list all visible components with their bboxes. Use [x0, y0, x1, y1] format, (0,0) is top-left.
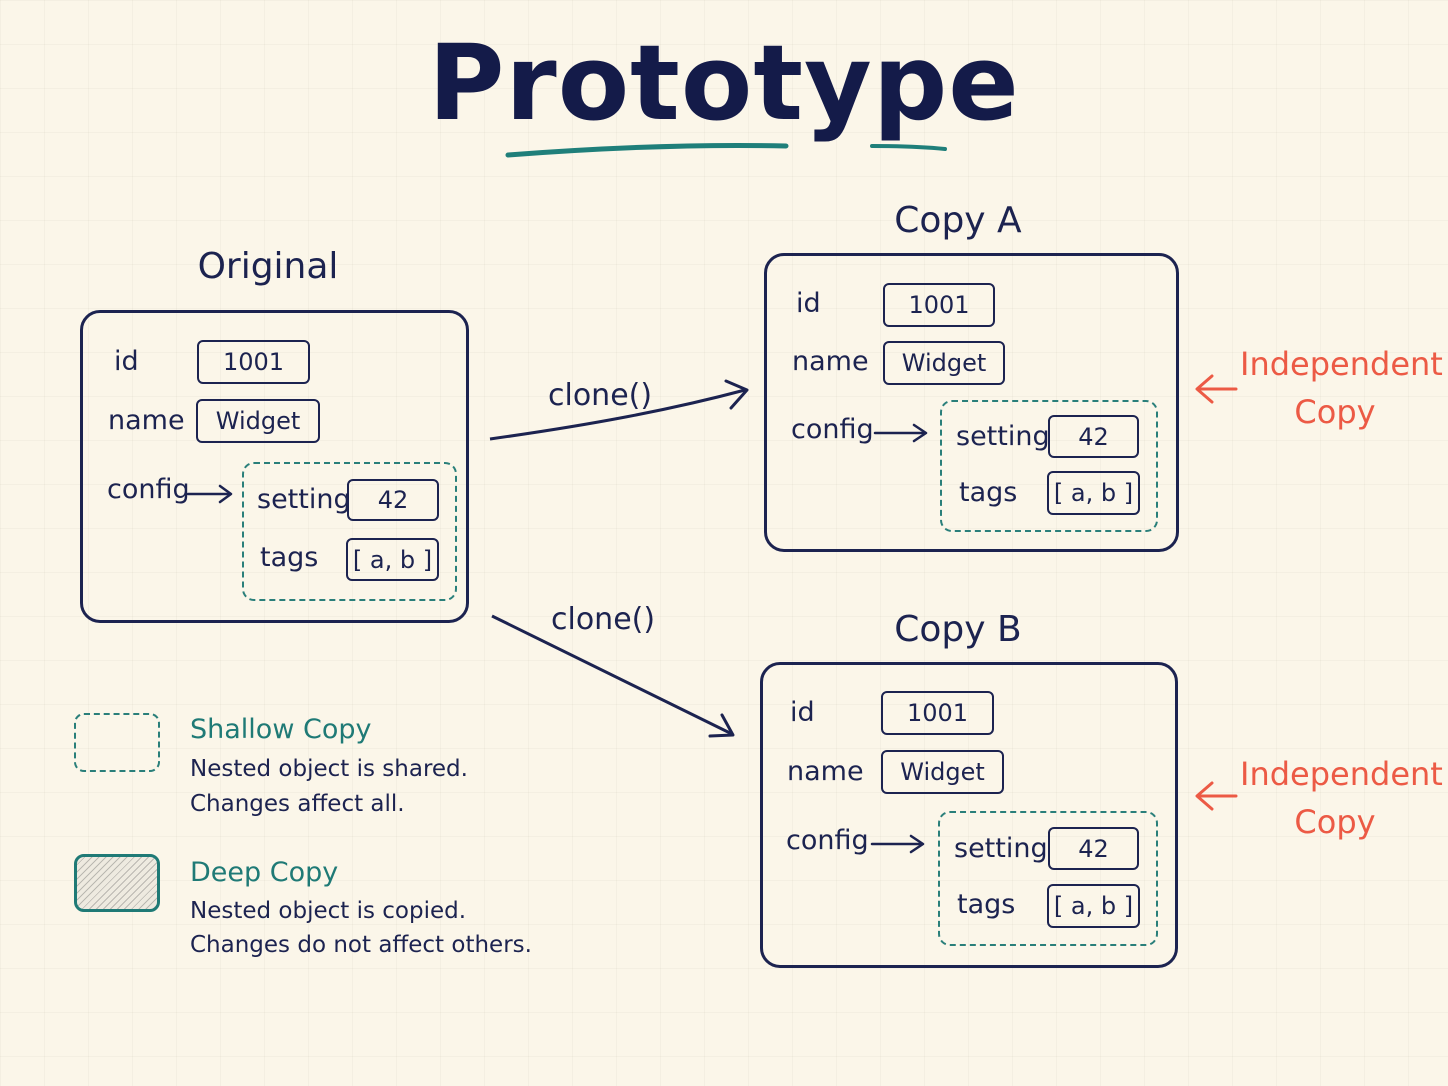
arrow-right-icon — [186, 484, 233, 504]
arrow-left-icon — [1195, 781, 1238, 811]
original-id-label: id — [114, 346, 139, 377]
copy-b-title: Copy B — [894, 609, 1022, 650]
shallow-copy-title: Shallow Copy — [190, 714, 372, 745]
original-config-label: config — [107, 474, 190, 505]
copy-a-note-line2: Copy — [1294, 393, 1376, 431]
copy-b-name-value: Widget — [881, 750, 1004, 794]
original-config-nested-box — [242, 462, 457, 601]
copy-b-name-label: name — [787, 756, 864, 787]
copy-a-note-line1: Independent — [1240, 345, 1443, 383]
original-name-value: Widget — [196, 399, 320, 443]
copy-b-id-label: id — [790, 697, 815, 728]
copy-a-independent-note: Independent Copy — [1240, 340, 1443, 436]
copy-b-setting-value: 42 — [1048, 827, 1139, 870]
original-name-label: name — [108, 405, 185, 436]
copy-a-name-value: Widget — [883, 341, 1005, 385]
copy-a-id-value: 1001 — [883, 283, 995, 327]
original-setting-label: setting — [257, 484, 351, 515]
copy-b-config-nested-box — [938, 811, 1158, 946]
deep-copy-desc-2: Changes do not affect others. — [190, 932, 532, 958]
copy-b-independent-note: Independent Copy — [1240, 750, 1443, 846]
shallow-copy-swatch — [74, 713, 160, 772]
clone-label-copy-b: clone() — [551, 602, 656, 637]
original-id-value: 1001 — [197, 340, 310, 384]
copy-b-tags-label: tags — [957, 889, 1016, 920]
deep-copy-title: Deep Copy — [190, 857, 339, 888]
title-underline — [505, 142, 789, 158]
clone-arrow-icon — [491, 614, 733, 736]
shallow-copy-desc-2: Changes affect all. — [190, 791, 405, 817]
copy-a-tags-value: [ a, b ] — [1047, 471, 1140, 515]
copy-b-note-line2: Copy — [1294, 803, 1376, 841]
clone-arrow-icon — [489, 388, 746, 441]
arrow-right-icon — [870, 834, 925, 854]
copy-b-config-label: config — [786, 825, 869, 856]
copy-b-setting-label: setting — [954, 833, 1048, 864]
copy-a-setting-value: 42 — [1048, 415, 1139, 458]
copy-b-object-box — [760, 662, 1178, 968]
deep-copy-desc-1: Nested object is copied. — [190, 898, 467, 924]
copy-b-note-line1: Independent — [1240, 755, 1443, 793]
copy-a-setting-label: setting — [956, 421, 1050, 452]
original-object-box — [80, 310, 469, 623]
copy-a-object-box — [764, 253, 1179, 552]
original-tags-label: tags — [260, 542, 319, 573]
page-title: Prototype — [428, 22, 1020, 144]
clone-label-copy-a: clone() — [548, 378, 653, 413]
arrow-right-icon — [873, 423, 928, 443]
deep-copy-swatch — [74, 854, 160, 912]
original-title: Original — [197, 246, 339, 287]
copy-a-id-label: id — [796, 288, 821, 319]
original-tags-value: [ a, b ] — [346, 538, 439, 581]
shallow-copy-desc-1: Nested object is shared. — [190, 756, 468, 782]
copy-a-config-nested-box — [940, 400, 1158, 532]
copy-a-title: Copy A — [894, 200, 1022, 241]
copy-a-name-label: name — [792, 346, 869, 377]
copy-a-tags-label: tags — [959, 477, 1018, 508]
arrow-left-icon — [1195, 374, 1238, 404]
copy-a-config-label: config — [791, 414, 874, 445]
original-setting-value: 42 — [347, 479, 439, 521]
copy-b-tags-value: [ a, b ] — [1047, 884, 1140, 928]
copy-b-id-value: 1001 — [881, 691, 994, 735]
